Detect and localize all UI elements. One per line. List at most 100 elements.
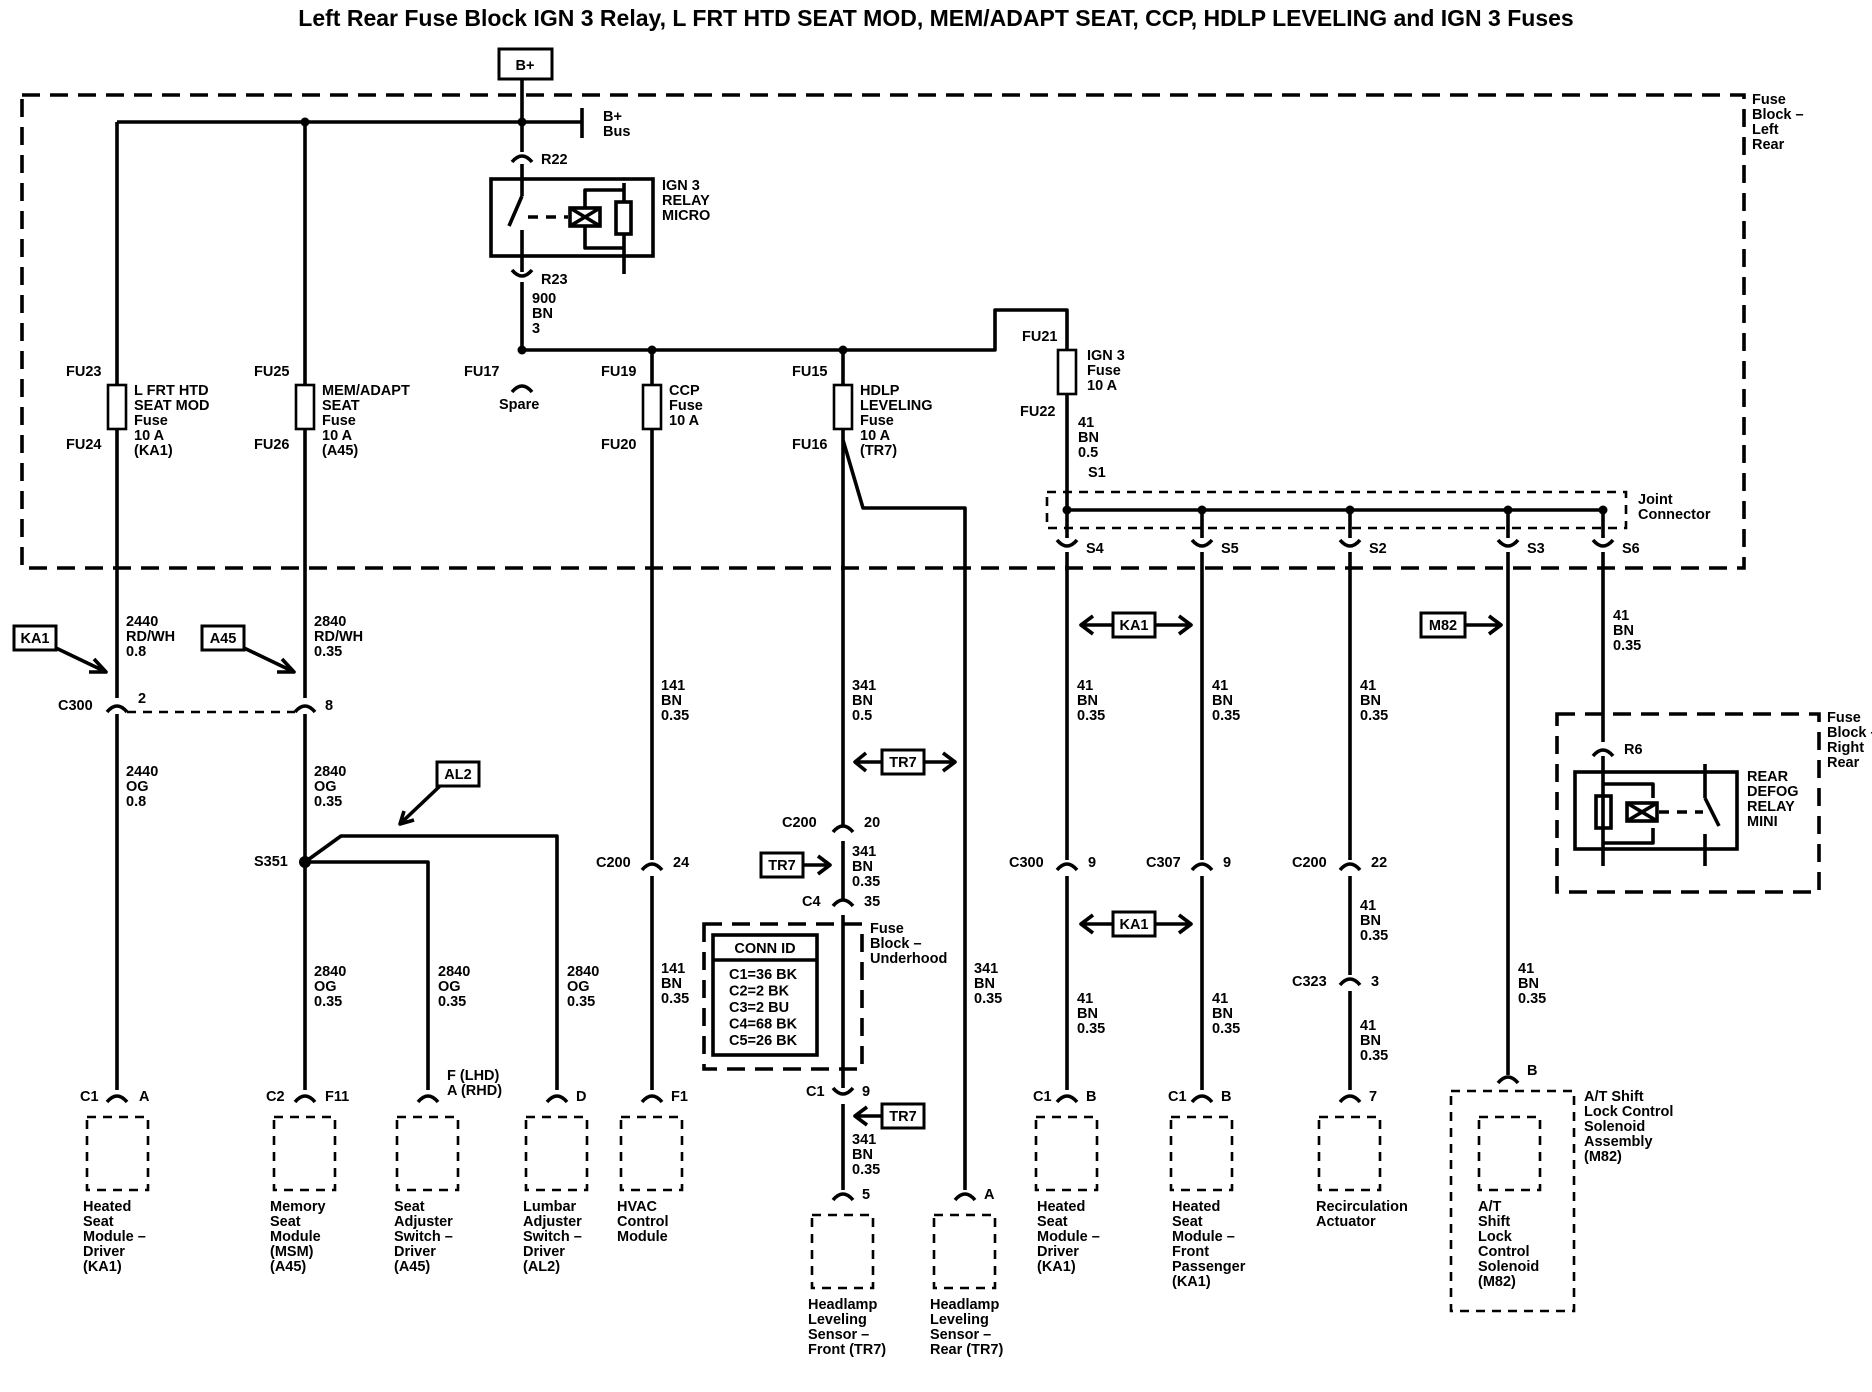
memory-seat-box xyxy=(272,1115,337,1192)
ka1-tag-left: KA1 xyxy=(20,631,49,647)
pin-b-at-label: B xyxy=(1527,1063,1537,1079)
c200-s2-terminal xyxy=(1338,862,1362,872)
pin-b-driver2-label: B xyxy=(1086,1089,1096,1105)
s4-terminal xyxy=(1055,538,1079,548)
c200-hdlp-terminal xyxy=(831,824,855,834)
pin-20-label: 20 xyxy=(864,815,880,831)
fu23-label: FU23 xyxy=(66,364,101,380)
hdlp-circuit-wire-rear xyxy=(841,439,967,1190)
pin-5-label: 5 xyxy=(862,1187,870,1203)
c300-pin8-terminal xyxy=(293,704,317,714)
pin-f1-label: F1 xyxy=(671,1089,688,1105)
ka1-tag-3: KA1 xyxy=(1119,917,1148,933)
c2-label: C2 xyxy=(266,1089,285,1105)
ign3-fuse xyxy=(1056,348,1078,396)
s5-terminal xyxy=(1190,538,1214,548)
joint-connector-bus xyxy=(1065,470,1603,512)
lumbar-adjuster-box xyxy=(524,1115,589,1192)
headlamp-front-box xyxy=(810,1213,875,1290)
ign3-bus-dot-spare xyxy=(517,345,527,355)
s3-terminal xyxy=(1496,538,1520,548)
pin-9-hdlp-label: 9 xyxy=(862,1084,870,1100)
c300-label: C300 xyxy=(58,698,93,714)
ign3-relay-coil-wires xyxy=(583,183,626,274)
r22-label: R22 xyxy=(541,152,568,168)
pin-35-label: 35 xyxy=(864,894,880,910)
s4-label: S4 xyxy=(1086,541,1104,557)
tr7-tag-arrow-2 xyxy=(803,854,832,876)
rear-defog-relay-coil xyxy=(1625,801,1659,823)
c300-s4-label: C300 xyxy=(1009,855,1044,871)
c1-heated-driver2-label: C1 xyxy=(1033,1089,1052,1105)
pin-d-label: D xyxy=(576,1089,586,1105)
c307-label: C307 xyxy=(1146,855,1181,871)
fu15-label: FU15 xyxy=(792,364,827,380)
hvac-terminal xyxy=(640,1094,664,1104)
s2-label: S2 xyxy=(1369,541,1387,557)
pin-a-ka1-label: A xyxy=(139,1089,150,1105)
fu22-label: FU22 xyxy=(1020,404,1055,420)
tr7-tag-arrows-1 xyxy=(853,751,957,773)
ka1-fuse xyxy=(106,383,128,431)
m82-tag: M82 xyxy=(1429,618,1457,634)
c1-ka1-label: C1 xyxy=(80,1089,99,1105)
at-shift-terminal xyxy=(1496,1075,1520,1085)
spare-terminal xyxy=(510,384,534,394)
conn-id-title: CONN ID xyxy=(734,941,795,957)
c2-msm-terminal xyxy=(293,1094,317,1104)
ka1-tag-box-left xyxy=(12,624,58,652)
a45-fuse xyxy=(294,383,316,431)
conn-id-box xyxy=(711,933,819,1057)
tr7-tag-arrow-3 xyxy=(853,1105,882,1127)
at-shift-inner-box xyxy=(1477,1115,1542,1192)
pin-7-label: 7 xyxy=(1369,1089,1377,1105)
fuse-block-left-rear-boundary xyxy=(20,93,1746,570)
c1-hdlp-terminal xyxy=(831,1086,855,1096)
ccp-fuse xyxy=(641,383,663,431)
joint-connector-box xyxy=(1045,490,1628,530)
pin-b-passenger-label: B xyxy=(1221,1089,1231,1105)
tr7-tag-box-3 xyxy=(880,1102,926,1130)
fu21-label: FU21 xyxy=(1022,329,1057,345)
lumbar-terminal xyxy=(545,1094,569,1104)
a45-tag: A45 xyxy=(210,631,237,647)
bplus-tag-box xyxy=(497,47,554,81)
fu16-label: FU16 xyxy=(792,437,827,453)
ka1-tag-arrows-3 xyxy=(1079,913,1193,935)
ka1-tag-arrows-2 xyxy=(1079,614,1193,636)
r6-terminal xyxy=(1591,748,1615,758)
ka1-tag-arrow-left xyxy=(55,646,108,674)
bplus-splice-dot xyxy=(517,117,527,127)
s1-label: S1 xyxy=(1088,465,1106,481)
diagram-title: Left Rear Fuse Block IGN 3 Relay, L FRT … xyxy=(298,5,1573,31)
ign3-relay-coil-x xyxy=(569,206,601,228)
a45-tag-box xyxy=(200,624,246,652)
c300-s4-terminal xyxy=(1055,862,1079,872)
rear-defog-relay-switch xyxy=(1703,764,1721,866)
ign3-main-bus xyxy=(520,282,1069,360)
s6-terminal xyxy=(1591,538,1615,548)
